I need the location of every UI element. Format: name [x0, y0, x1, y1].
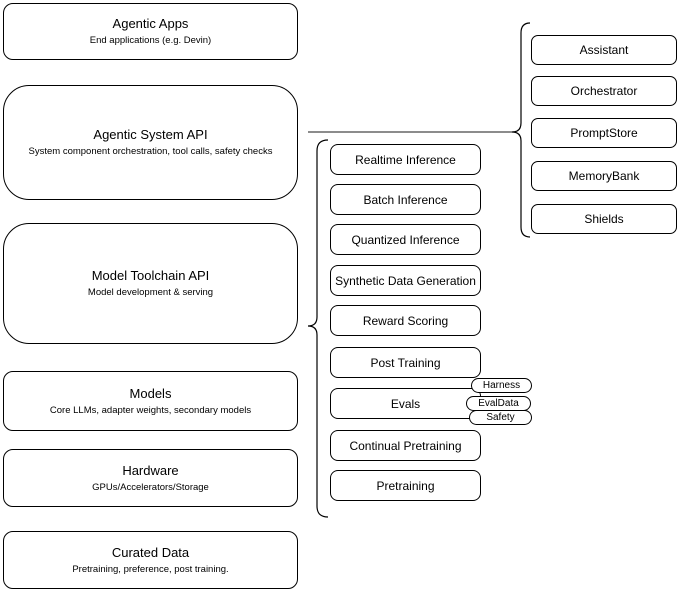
toolchain-node-reward-scoring: Reward Scoring — [330, 305, 481, 336]
tag-label: Safety — [486, 412, 515, 423]
node-subtitle: GPUs/Accelerators/Storage — [92, 481, 209, 493]
node-title: Agentic System API — [93, 127, 208, 142]
toolchain-node-continual-pretraining: Continual Pretraining — [330, 430, 481, 461]
node-agentic-apps: Agentic Apps End applications (e.g. Devi… — [3, 3, 298, 60]
toolchain-node-quantized-inference: Quantized Inference — [330, 224, 481, 255]
node-subtitle: System component orchestration, tool cal… — [28, 146, 273, 157]
toolchain-node-pretraining: Pretraining — [330, 470, 481, 501]
toolchain-node-evals: Evals — [330, 388, 481, 419]
evals-tag-harness: Harness — [471, 378, 532, 393]
tag-label: Harness — [482, 380, 521, 391]
node-models: Models Core LLMs, adapter weights, secon… — [3, 371, 298, 431]
evals-tag-safety: Safety — [469, 410, 532, 425]
node-label: PromptStore — [570, 126, 638, 140]
node-label: Realtime Inference — [355, 152, 456, 167]
node-label: Evals — [390, 396, 421, 411]
component-node-memorybank: MemoryBank — [531, 161, 677, 191]
toolchain-node-batch-inference: Batch Inference — [330, 184, 481, 215]
node-subtitle: Model development & serving — [87, 287, 214, 298]
node-label: Shields — [584, 212, 624, 226]
component-node-orchestrator: Orchestrator — [531, 76, 677, 106]
node-label: Assistant — [579, 43, 629, 57]
node-agentic-system-api: Agentic System API System component orch… — [3, 85, 298, 200]
toolchain-node-post-training: Post Training — [330, 347, 481, 378]
node-hardware: Hardware GPUs/Accelerators/Storage — [3, 449, 298, 507]
components-group-brace — [511, 22, 531, 238]
toolchain-group-brace — [307, 139, 329, 518]
node-title: Models — [129, 385, 172, 401]
toolchain-node-realtime-inference: Realtime Inference — [330, 144, 481, 175]
toolchain-node-synthetic-data-generation: Synthetic Data Generation — [330, 265, 481, 296]
node-model-toolchain-api: Model Toolchain API Model development & … — [3, 223, 298, 344]
component-node-promptstore: PromptStore — [531, 118, 677, 148]
tag-label: EvalData — [478, 398, 519, 409]
node-label: Synthetic Data Generation — [335, 273, 476, 288]
node-title: Curated Data — [111, 544, 190, 560]
node-label: Orchestrator — [570, 84, 638, 98]
node-label: Batch Inference — [363, 192, 448, 207]
node-subtitle: Pretraining, preference, post training. — [72, 563, 229, 575]
node-label: MemoryBank — [568, 169, 640, 183]
node-label: Post Training — [370, 355, 441, 370]
node-title: Hardware — [122, 462, 179, 478]
node-title: Agentic Apps — [112, 16, 189, 31]
node-curated-data: Curated Data Pretraining, preference, po… — [3, 531, 298, 589]
node-label: Continual Pretraining — [349, 438, 462, 453]
node-label: Quantized Inference — [351, 232, 460, 247]
node-label: Reward Scoring — [362, 313, 449, 328]
node-subtitle: Core LLMs, adapter weights, secondary mo… — [49, 404, 252, 416]
component-node-shields: Shields — [531, 204, 677, 234]
node-title: Model Toolchain API — [91, 268, 210, 283]
evals-tag-evaldata: EvalData — [466, 396, 531, 411]
node-label: Pretraining — [376, 478, 435, 493]
node-subtitle: End applications (e.g. Devin) — [89, 35, 212, 46]
component-node-assistant: Assistant — [531, 35, 677, 65]
